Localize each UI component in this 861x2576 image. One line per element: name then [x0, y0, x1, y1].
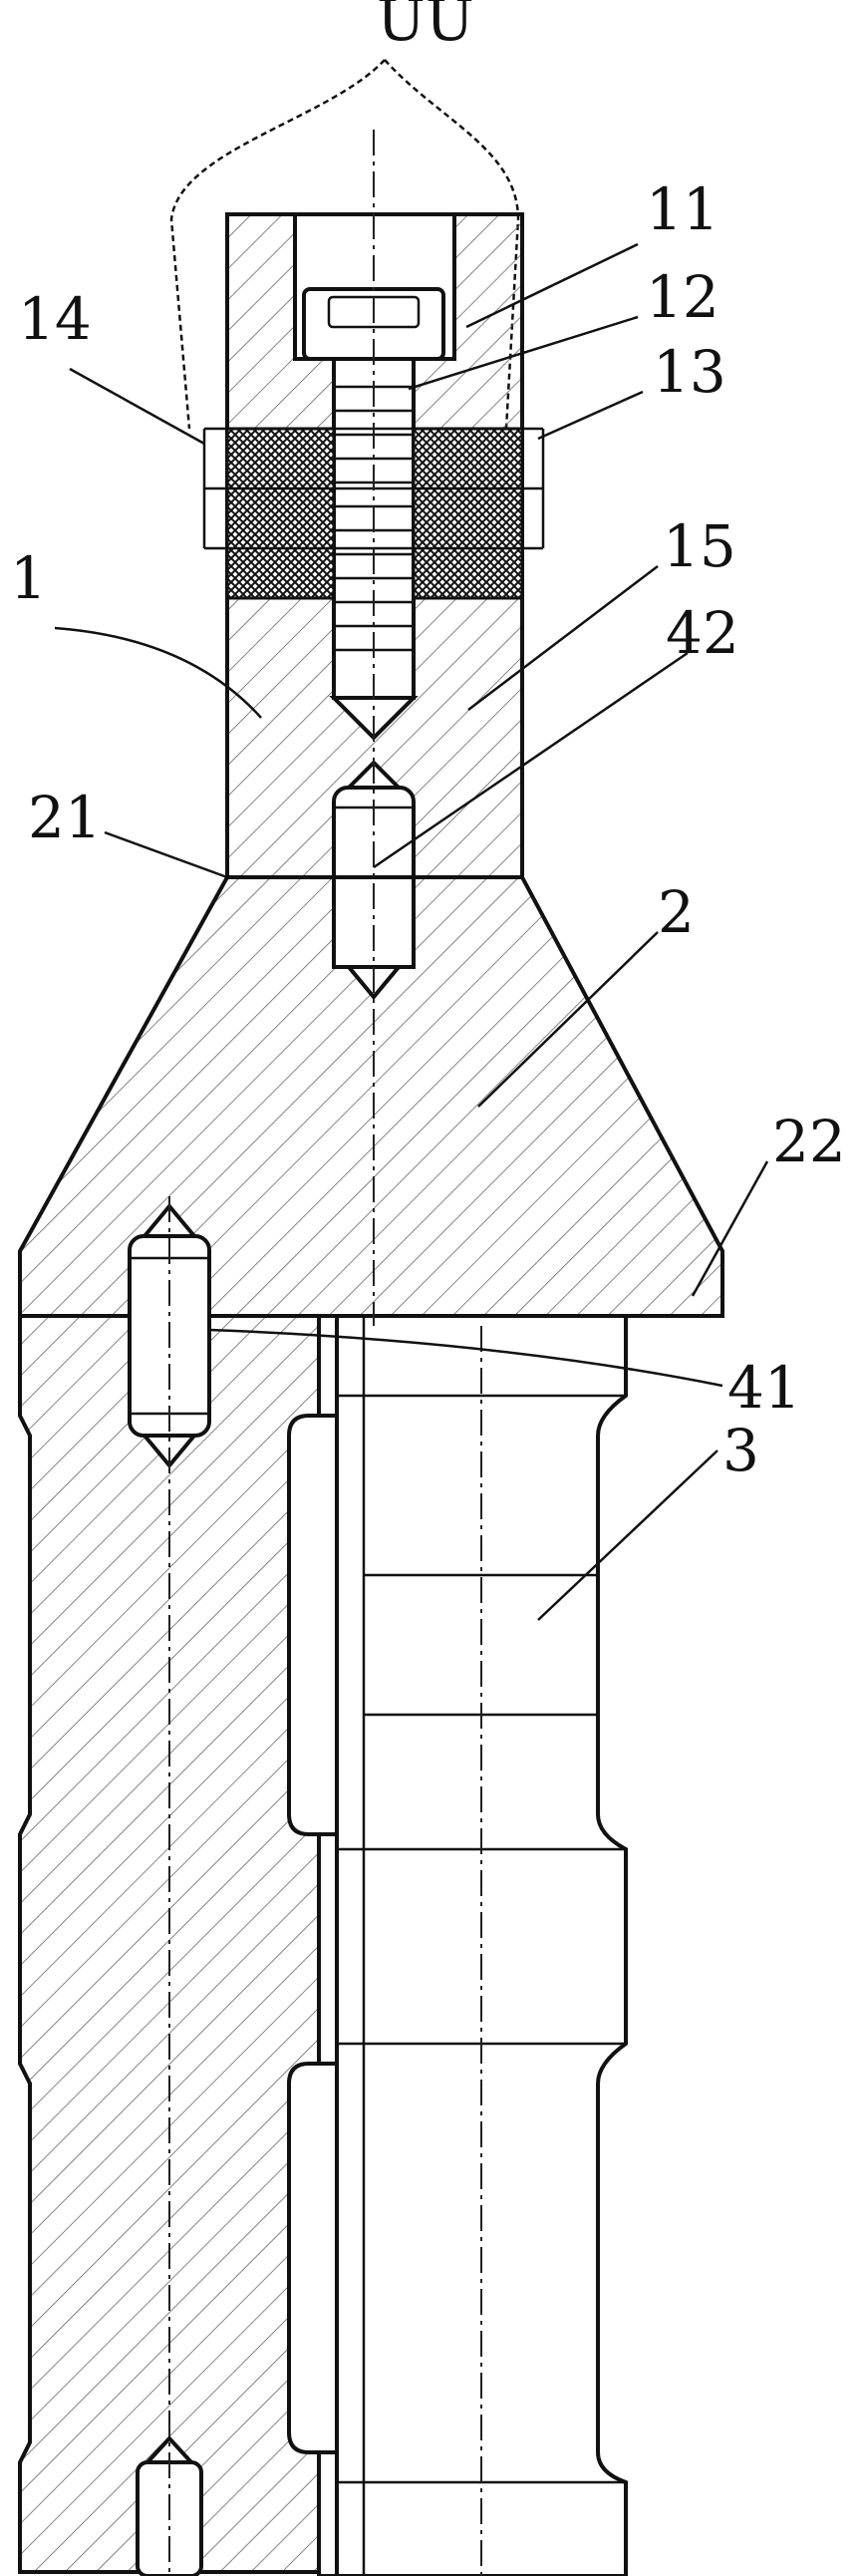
- label-14: 14: [18, 285, 92, 353]
- label-2: 2: [658, 878, 695, 946]
- wire-label: UU: [377, 0, 474, 54]
- label-21: 21: [28, 784, 102, 851]
- leader-lines: [54, 242, 769, 1621]
- label-22: 22: [772, 1108, 846, 1175]
- label-15: 15: [663, 512, 736, 580]
- center-axes: [168, 130, 482, 2576]
- wire-leads: [169, 59, 520, 430]
- coil-left: [225, 427, 336, 600]
- tapered-body-part-2: [18, 875, 724, 1318]
- label-42: 42: [666, 599, 739, 667]
- callout-labels: 11 12 14 13 15 1 42 21 2 22 41 3: [10, 175, 846, 1484]
- coil-right: [412, 427, 524, 600]
- label-11: 11: [646, 175, 719, 243]
- label-3: 3: [722, 1417, 759, 1484]
- label-41: 41: [727, 1354, 801, 1422]
- label-1: 1: [10, 544, 47, 612]
- label-13: 13: [653, 338, 726, 406]
- label-12: 12: [646, 263, 719, 331]
